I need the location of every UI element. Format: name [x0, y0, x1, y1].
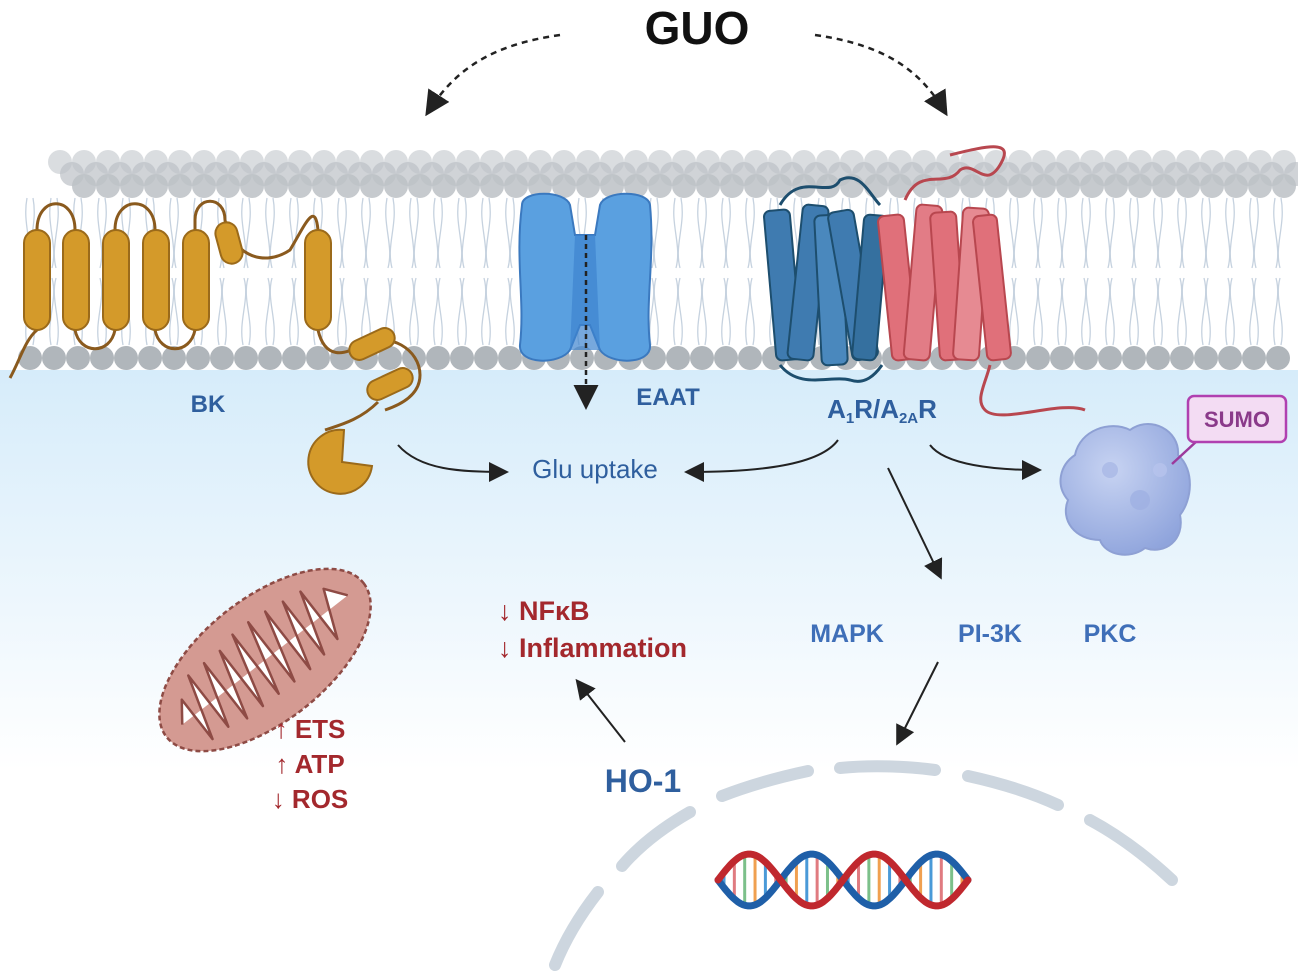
eaat-transporter — [518, 192, 653, 410]
arrow-adenosine-to-glu — [684, 439, 839, 482]
bk-channel — [8, 199, 422, 495]
mito-effect-ets: ↑ ETS — [275, 714, 346, 744]
arrow-bk-to-glu — [397, 444, 509, 482]
kinase-pi3k: PI-3K — [958, 620, 1022, 648]
mitochondrion-icon — [158, 567, 372, 753]
nfkb-label: ↓ NFκB — [498, 596, 590, 626]
dna-icon — [714, 850, 972, 910]
arrow-adenosine-to-kinases — [887, 467, 943, 580]
title: GUO — [645, 2, 750, 54]
a2ar-receptor — [877, 145, 1086, 417]
glu-uptake-label: Glu uptake — [532, 454, 658, 484]
eaat-label: EAAT — [636, 384, 700, 411]
dotted-arrow-right — [814, 33, 948, 117]
adenosine-receptor-label: A1R/A2AR — [827, 394, 937, 427]
mito-effect-atp: ↑ ATP — [275, 749, 344, 779]
a1r-receptor — [763, 176, 889, 383]
pacman-domain — [307, 428, 374, 495]
arrow-kinases-to-nucleus — [896, 661, 939, 746]
arrow-adenosine-to-sumo — [929, 444, 1042, 480]
kinase-mapk: MAPK — [810, 620, 884, 648]
sumo-protein-icon — [1059, 394, 1288, 556]
ho1-label: HO-1 — [605, 763, 681, 799]
bk-label: BK — [191, 391, 226, 418]
nuclear-envelope-icon — [549, 760, 1178, 971]
arrow-ho1-to-inflammation — [575, 678, 626, 743]
dotted-arrow-left — [425, 33, 561, 117]
kinase-pkc: PKC — [1084, 620, 1137, 648]
sumo-label: SUMO — [1204, 407, 1270, 432]
inflammation-label: ↓ Inflammation — [498, 633, 687, 663]
mito-effect-ros: ↓ ROS — [272, 784, 349, 814]
